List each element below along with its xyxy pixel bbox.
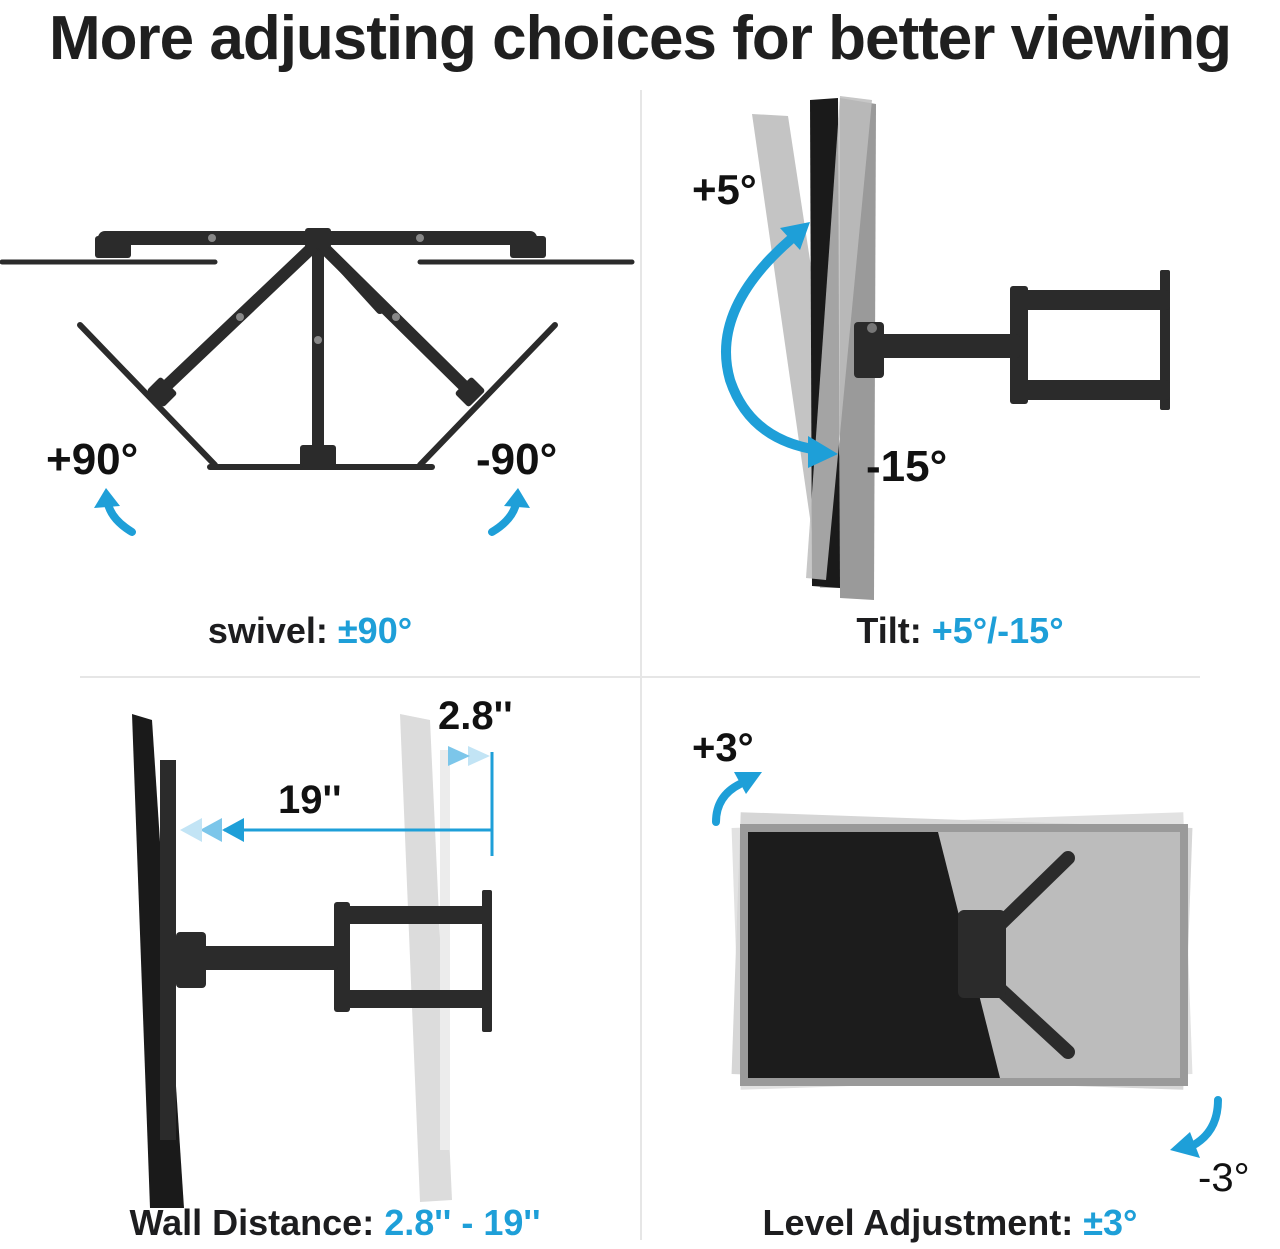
tilt-caption-prefix: Tilt: [856,610,932,651]
level-panel: +3° -3° Level Adjustment: ±3° [640,680,1280,1249]
swivel-arrow-left-icon [94,488,136,536]
tilt-arc-arrow-icon [721,222,838,468]
rotate-arrow-bottom-icon [1170,1096,1222,1158]
distance-min-label: 2.8'' [438,694,513,738]
tilt-caption-value: +5°/-15° [931,610,1064,651]
level-caption: Level Adjustment: ±3° [640,1202,1260,1244]
tilt-plus-label: +5° [692,166,757,213]
swivel-mount-illustration [0,228,635,536]
distance-arrow-icon [180,746,494,856]
swivel-caption-prefix: swivel: [207,610,338,651]
swivel-plus-label: +90° [46,435,139,484]
distance-caption-prefix: Wall Distance: [129,1202,385,1243]
distance-caption: Wall Distance: 2.8'' - 19'' [0,1202,670,1244]
distance-caption-value: 2.8'' - 19'' [384,1202,541,1243]
swivel-panel: +90° -90° swivel: ±90° [0,90,640,680]
distance-max-label: 19'' [278,778,342,822]
level-plus-label: +3° [692,726,754,770]
swivel-caption-value: ±90° [337,610,413,651]
tilt-caption: Tilt: +5°/-15° [640,610,1280,652]
swivel-caption: swivel: ±90° [0,610,620,652]
tilt-panel: +5° -15° Tilt: +5°/-15° [640,90,1280,680]
distance-mount-illustration [132,714,494,1208]
tilt-mount-illustration [721,96,1170,600]
swivel-minus-label: -90° [476,435,558,484]
level-mount-illustration [712,772,1222,1158]
tilt-minus-label: -15° [866,442,948,491]
level-caption-value: ±3° [1083,1202,1138,1243]
vertical-divider [640,90,642,1240]
headline: More adjusting choices for better viewin… [49,4,1232,73]
level-caption-prefix: Level Adjustment: [762,1202,1084,1243]
level-minus-label: -3° [1198,1156,1250,1200]
rotate-arrow-top-icon [712,772,762,826]
swivel-arrow-right-icon [488,488,530,536]
distance-panel: 2.8'' 19'' Wall Distance: 2.8'' - 19'' [0,680,640,1249]
